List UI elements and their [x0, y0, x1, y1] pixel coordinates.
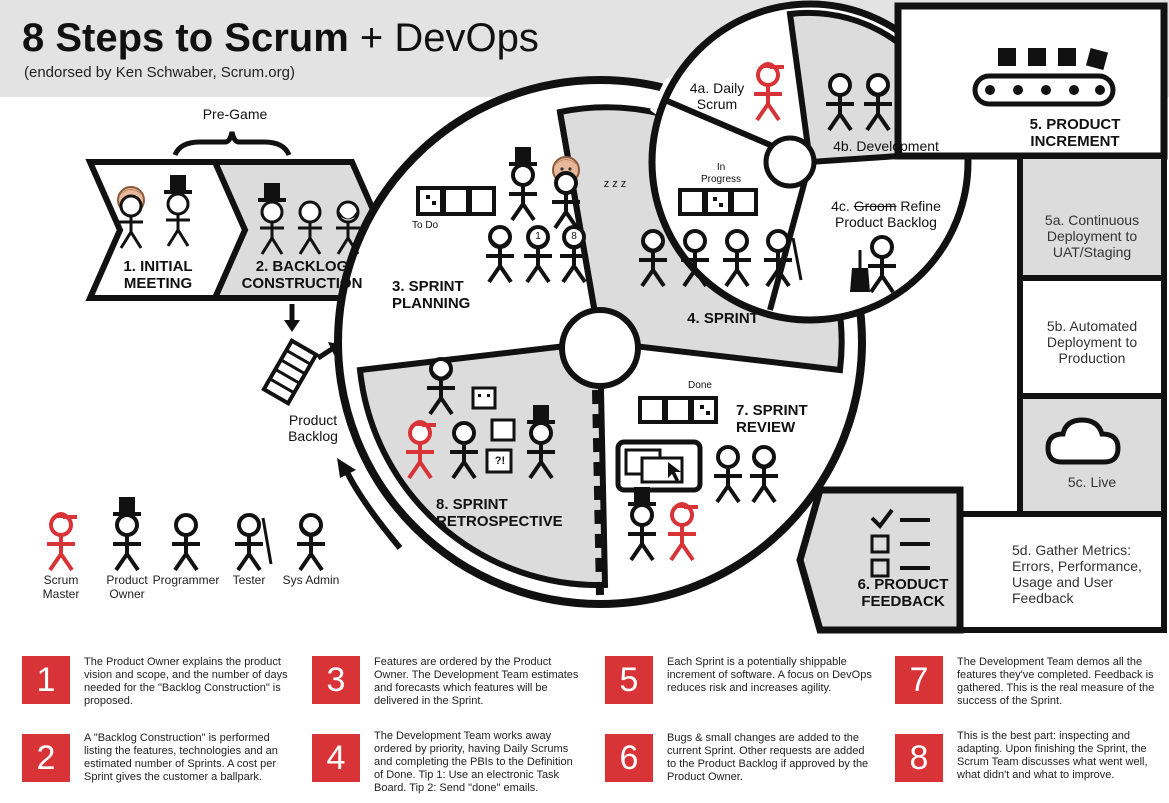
legend-sys-admin-icon [295, 513, 327, 572]
speech-bubbles-icon [471, 386, 516, 474]
page-title: 8 Steps to Scrum + DevOps [22, 14, 539, 62]
done-label: Done [688, 380, 712, 391]
step-desc-1: The Product Owner explains the product v… [84, 656, 288, 707]
step4-label: 4. SPRINT [687, 310, 759, 327]
pregame-bracket [172, 131, 292, 157]
step4b-label: 4b. Development [833, 138, 939, 154]
step-desc-2: A "Backlog Construction" is performed li… [84, 732, 278, 783]
title-bold: 8 Steps to Scrum [22, 16, 349, 60]
step5a-box [1017, 153, 1167, 281]
cloud-icon [1045, 417, 1121, 465]
backlog-stack-icon [261, 338, 319, 406]
step-number-7: 7 [895, 656, 943, 704]
broom-icon [850, 250, 870, 292]
legend-scrum-master-icon [47, 512, 77, 572]
step-desc-3: Features are ordered by the Product Owne… [374, 656, 579, 707]
cycle-hub [559, 307, 641, 389]
step-desc-8: This is the best part: inspecting and ad… [957, 730, 1148, 781]
step5c-label: 5c. Live [1067, 474, 1117, 490]
demo-screen-icon [615, 439, 703, 493]
in-progress-board [678, 188, 758, 216]
step-number-4: 4 [312, 734, 360, 782]
legend-label-scrum-master: Scrum Master [42, 573, 80, 601]
sleep-label: z z z [603, 178, 627, 190]
pregame-label: Pre-Game [202, 106, 268, 122]
step5b-box [1017, 275, 1167, 399]
legend-tester-icon [233, 513, 273, 572]
product-increment-box [894, 2, 1168, 160]
todo-board [416, 186, 496, 216]
step-number-1: 1 [22, 656, 70, 704]
conveyor-icon [972, 47, 1116, 107]
step-desc-5: Each Sprint is a potentially shippable i… [667, 656, 872, 694]
estimate-1: 1 [535, 231, 541, 242]
legend-product-owner-icon [111, 497, 143, 572]
legend-label-programmer: Programmer [152, 573, 220, 587]
step-number-2: 2 [22, 734, 70, 782]
legend-label-sys-admin: Sys Admin [282, 573, 340, 587]
legend-label-tester: Tester [232, 573, 266, 587]
step-number-6: 6 [605, 734, 653, 782]
step-desc-4: The Development Team works away ordered … [374, 730, 573, 794]
step5d-label: 5d. Gather Metrics:Errors, Performance,U… [1012, 542, 1142, 607]
title-light: + DevOps [359, 16, 539, 60]
confused-bubble-text: ?! [494, 455, 506, 467]
done-board [638, 396, 718, 424]
step-number-3: 3 [312, 656, 360, 704]
step-desc-7: The Development Team demos all the featu… [957, 656, 1155, 707]
estimate-8: 8 [571, 231, 577, 242]
retro-wedge [356, 338, 609, 589]
step-number-5: 5 [605, 656, 653, 704]
page-subtitle: (endorsed by Ken Schwaber, Scrum.org) [24, 64, 295, 81]
legend-programmer-icon [170, 513, 202, 572]
step-number-8: 8 [895, 734, 943, 782]
checklist-icon [870, 508, 930, 578]
todo-label: To Do [412, 220, 439, 231]
legend-label-product-owner: Product Owner [106, 573, 148, 601]
step-desc-6: Bugs & small changes are added to the cu… [667, 732, 869, 783]
